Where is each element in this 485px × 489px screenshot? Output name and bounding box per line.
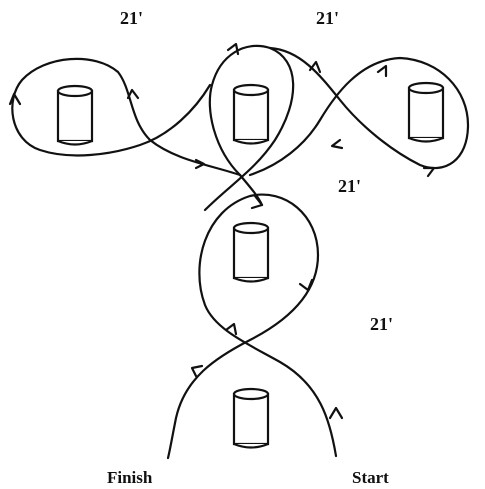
path-arrow-11 <box>194 158 206 170</box>
path-arrow-10 <box>422 166 436 178</box>
path-arrow-12 <box>308 60 322 74</box>
barrel-right <box>407 81 445 143</box>
path-arrow-9 <box>376 64 388 78</box>
path-arrow-13 <box>330 138 344 150</box>
path-start-segment <box>166 193 338 460</box>
path-arrow-4 <box>190 364 204 378</box>
barrel-top-center <box>232 83 270 145</box>
distance-label-top-right: 21' <box>316 8 339 28</box>
barrel-bottom <box>232 387 270 449</box>
barrel-left <box>56 84 94 146</box>
finish-label: Finish <box>107 468 153 487</box>
distance-label-middle-right: 21' <box>338 176 361 196</box>
ride-path <box>8 42 470 460</box>
path-arrow-6 <box>126 88 140 100</box>
barrel-middle <box>232 221 270 283</box>
path-left-loop <box>11 57 242 177</box>
start-label: Start <box>352 468 389 487</box>
path-arrow-2 <box>224 322 238 336</box>
path-arrow-5 <box>250 194 264 210</box>
path-arrow-1 <box>328 406 344 420</box>
path-arrow-8 <box>226 42 240 56</box>
path-right-loop <box>248 46 470 177</box>
distance-label-lower-right: 21' <box>370 314 393 334</box>
path-arrow-3 <box>298 278 314 292</box>
path-arrow-7 <box>8 92 22 106</box>
distance-label-top-left: 21' <box>120 8 143 28</box>
